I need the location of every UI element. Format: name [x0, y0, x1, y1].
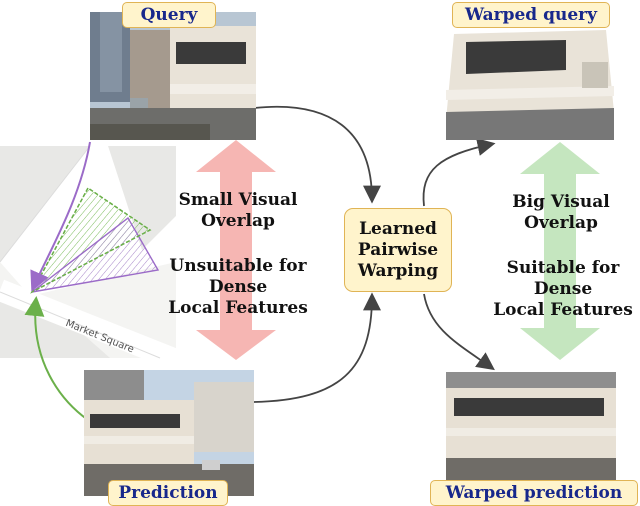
left-overlap-line1: Small Visual [178, 190, 298, 210]
learned-pairwise-warping-box: Learned Pairwise Warping [344, 208, 452, 292]
warping-line2: Pairwise [357, 240, 439, 260]
left-suit-line3: Local Features [168, 298, 308, 318]
left-overlap-note: Small Visual Overlap [168, 190, 308, 232]
warped-prediction-photo [446, 372, 616, 482]
warping-line1: Learned [359, 219, 437, 239]
right-overlap-line1: Big Visual [512, 192, 610, 212]
query-photo [90, 12, 256, 140]
left-suitability-note: Unsuitable for Dense Local Features [160, 256, 316, 319]
query-label: Query [122, 2, 216, 28]
warping-line3: Warping [357, 261, 439, 281]
warping-to-warped-prediction-arrow [423, 293, 495, 371]
prediction-to-warping-arrow [253, 292, 381, 403]
right-suit-line3: Local Features [493, 300, 633, 320]
right-double-arrow [520, 142, 600, 360]
warped-prediction-label: Warped prediction [430, 480, 638, 506]
prediction-photo [84, 370, 254, 496]
warping-to-warped-query-arrow [422, 138, 496, 207]
right-overlap-note: Big Visual Overlap [496, 192, 626, 234]
right-overlap-line2: Overlap [524, 213, 598, 233]
left-double-arrow [196, 140, 276, 360]
warped-query-label: Warped query [452, 2, 610, 28]
warped-query-photo [446, 12, 614, 140]
map [0, 141, 181, 421]
left-suit-line2: Dense [208, 277, 268, 297]
right-suit-line2: Dense [533, 279, 593, 299]
right-suitability-note: Suitable for Dense Local Features [486, 258, 640, 321]
prediction-label: Prediction [108, 480, 228, 506]
left-overlap-line2: Overlap [201, 211, 275, 231]
left-suit-line1: Unsuitable for [169, 256, 307, 276]
right-suit-line1: Suitable for [506, 258, 620, 278]
query-to-warping-arrow [253, 105, 381, 204]
